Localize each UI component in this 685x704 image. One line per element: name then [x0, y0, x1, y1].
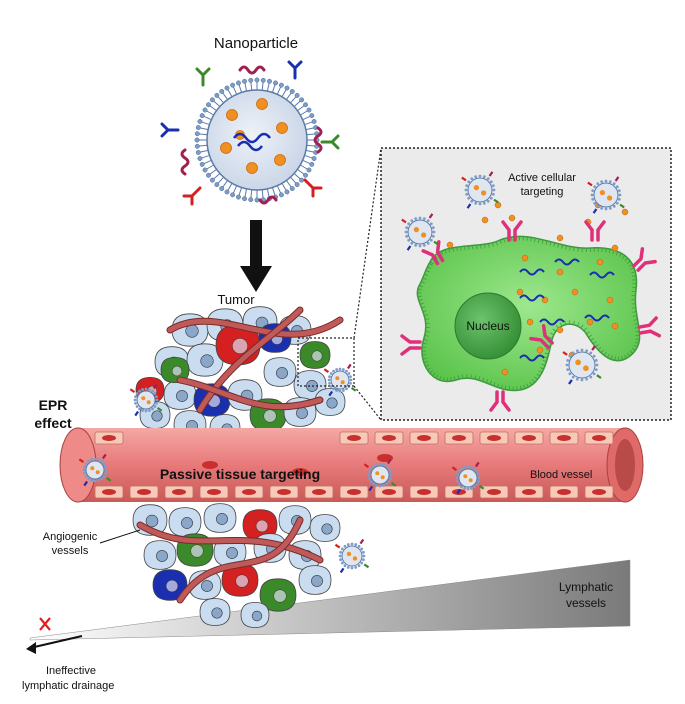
tumor-cell-cluster-lower — [132, 503, 341, 629]
label-lymphatic-line2: vessels — [566, 596, 606, 610]
nanoparticle-illustration — [160, 60, 340, 206]
label-active-line2: targeting — [521, 186, 564, 198]
label-nanoparticle: Nanoparticle — [214, 35, 298, 52]
label-blood-vessel: Blood vessel — [530, 469, 592, 481]
label-lymphatic-line1: Lymphatic — [559, 580, 613, 594]
label-ineffective-line1: Ineffective — [46, 665, 96, 677]
blood-vessel — [59, 427, 644, 503]
small-nanoparticles — [78, 363, 485, 574]
blocked-drainage-icon — [26, 617, 83, 654]
active-targeting-inset — [380, 147, 672, 421]
label-passive-targeting: Passive tissue targeting — [160, 466, 320, 482]
label-active-line1: Active cellular — [508, 172, 576, 184]
label-tumor: Tumor — [217, 292, 255, 307]
lymphatic-vessel — [29, 559, 631, 641]
angiogenic-leader — [99, 529, 141, 544]
down-arrow-icon — [240, 220, 272, 292]
label-angiogenic-line1: Angiogenic — [43, 531, 98, 543]
zoom-callout — [297, 147, 382, 421]
label-ineffective-line2: lymphatic drainage — [22, 680, 114, 692]
label-epr-line1: EPR — [39, 397, 68, 413]
tumor-cell-cluster — [135, 306, 346, 442]
label-epr-line2: effect — [34, 415, 72, 431]
label-nucleus: Nucleus — [466, 319, 509, 333]
label-angiogenic-line2: vessels — [52, 545, 89, 557]
